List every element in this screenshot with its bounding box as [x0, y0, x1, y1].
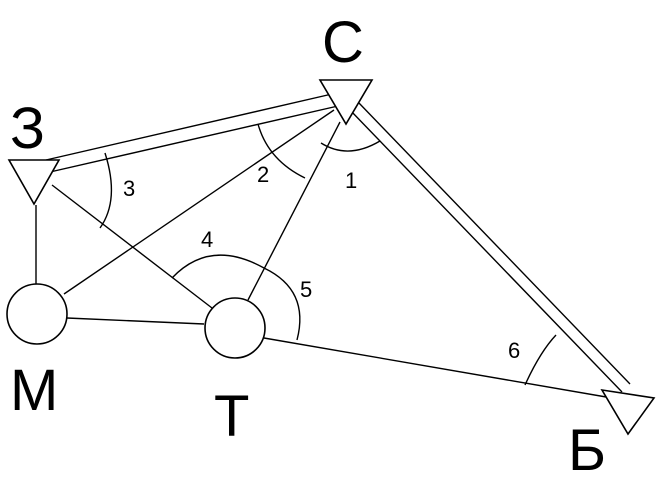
angle-label-6: 6	[508, 338, 520, 363]
double-line-z-s	[45, 93, 339, 173]
angle-arc-1	[320, 140, 381, 152]
circle-station-t	[204, 297, 266, 359]
label-t: Т	[214, 384, 249, 449]
label-b: Б	[568, 418, 606, 482]
angle-label-5: 5	[300, 277, 312, 302]
line-z-t	[51, 184, 213, 309]
angle-label-4: 4	[201, 227, 213, 252]
circle-station-m	[6, 283, 68, 345]
double-line-s-b	[349, 101, 631, 393]
line-m-s	[63, 109, 335, 295]
triangle-station-s	[318, 79, 374, 126]
label-z: З	[10, 96, 45, 161]
label-s: С	[322, 10, 364, 75]
triangle-station-z	[7, 159, 61, 206]
line-t-b	[263, 337, 613, 399]
label-m: М	[10, 358, 58, 423]
angle-label-3: 3	[123, 176, 135, 201]
angle-arc-3	[99, 152, 113, 229]
angle-arc-5	[263, 267, 301, 341]
line-t-s	[247, 121, 341, 301]
angle-arc-4	[171, 254, 265, 279]
angle-arc-2	[257, 123, 306, 179]
angle-arc-6	[524, 334, 557, 386]
line-m-t	[66, 317, 205, 325]
angle-label-2: 2	[257, 162, 269, 187]
triangle-station-b	[600, 388, 656, 436]
angle-label-1: 1	[345, 168, 357, 193]
